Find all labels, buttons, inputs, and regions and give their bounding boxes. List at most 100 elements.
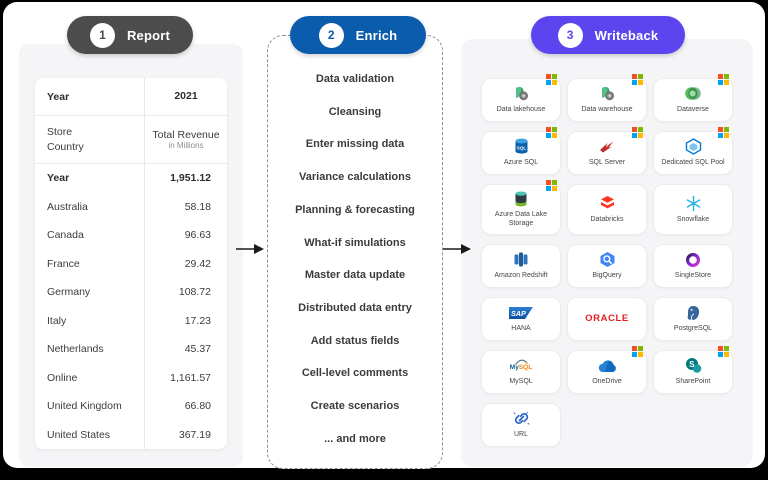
tile-label: SingleStore: [674, 272, 712, 280]
singlestore-icon: [685, 251, 701, 268]
step-pill-writeback: 3 Writeback: [531, 16, 685, 54]
row-value: 367.19: [144, 420, 227, 449]
microsoft-logo-badge: [546, 74, 557, 85]
data-warehouse-icon: [598, 85, 616, 102]
onedrive-icon: [597, 357, 618, 374]
microsoft-logo-badge: [718, 127, 729, 138]
step-number-badge: 2: [318, 22, 344, 48]
writeback-tile-sharepoint: S SharePoint: [653, 346, 733, 395]
tile-label: Dataverse: [677, 105, 709, 113]
row-label: Netherlands: [47, 343, 104, 356]
enrich-item: Data validation: [315, 73, 395, 85]
row-value: 17.23: [144, 306, 227, 335]
table-row: Italy 17.23: [35, 306, 227, 335]
flow-arrow-right: [236, 244, 264, 254]
sql-server-icon: [598, 138, 616, 155]
mysql-icon: MySQL: [510, 357, 532, 374]
tile-label: URL: [513, 431, 528, 439]
row-value: 1,951.12: [144, 164, 227, 193]
writeback-tile-dedicated-sql-pool: Dedicated SQL Pool: [653, 127, 733, 175]
bigquery-icon: [599, 251, 616, 268]
writeback-tile-snowflake: Snowflake: [653, 184, 733, 236]
row-label: Year: [47, 172, 70, 185]
writeback-tile-url: URL: [481, 403, 561, 448]
table-subheader-row: Store Country Total Revenue in Millions: [35, 116, 227, 164]
row-value: 96.63: [144, 221, 227, 250]
report-table: Year 2021 Store Country Total Revenue in…: [35, 78, 227, 449]
writeback-tile-sql-server: SQL Server: [567, 127, 647, 175]
row-label: Canada: [47, 229, 84, 242]
enrich-item: Cleansing: [328, 105, 382, 118]
writeback-tile-amazon-redshift: Amazon Redshift: [481, 244, 561, 289]
writeback-tile-postgresql: PostgreSQL: [653, 297, 733, 342]
step-label: Writeback: [594, 27, 659, 43]
enrich-item: Cell-level comments: [301, 367, 409, 380]
step-pill-enrich: 2 Enrich: [290, 16, 426, 54]
tile-label: MySQL: [509, 378, 533, 386]
svg-text:SAP: SAP: [511, 309, 526, 318]
row-value: 1,161.57: [144, 363, 227, 392]
row-label: Italy: [47, 314, 67, 327]
row-value: 29.42: [144, 249, 227, 278]
step-pill-report: 1 Report: [67, 16, 193, 54]
row-label: United Kingdom: [47, 400, 122, 413]
dedicated-sql-pool-icon: [685, 138, 702, 155]
tile-label: PostgreSQL: [673, 325, 713, 333]
writeback-tile-databricks: Databricks: [567, 184, 647, 236]
table-header-year: Year: [47, 90, 70, 103]
row-value: 58.18: [144, 192, 227, 221]
tile-label: Data warehouse: [581, 105, 633, 113]
writeback-tile-onedrive: OneDrive: [567, 346, 647, 395]
postgresql-icon: [685, 304, 701, 321]
tile-label: SQL Server: [588, 158, 626, 166]
microsoft-logo-badge: [718, 74, 729, 85]
row-value: 108.72: [144, 278, 227, 307]
tile-label: Azure SQL: [503, 158, 539, 166]
sap-hana-icon: SAP: [509, 304, 533, 321]
enrich-item: Planning & forecasting: [295, 203, 415, 216]
step-number-badge: 3: [557, 22, 583, 48]
enrich-item: Enter missing data: [305, 138, 405, 151]
microsoft-logo-badge: [546, 127, 557, 138]
snowflake-icon: [685, 195, 702, 212]
tile-label: Amazon Redshift: [494, 272, 548, 280]
writeback-tile-dataverse: Dataverse: [653, 74, 733, 122]
tile-label: Dedicated SQL Pool: [661, 158, 725, 166]
azure-data-lake-storage-icon: [514, 190, 528, 207]
enrich-item: Master data update: [304, 269, 406, 282]
sharepoint-icon: S: [684, 357, 702, 374]
svg-text:SQL: SQL: [516, 146, 526, 151]
microsoft-logo-badge: [718, 346, 729, 358]
table-header-row: Year 2021: [35, 78, 227, 116]
writeback-tile-singlestore: SingleStore: [653, 244, 733, 289]
row-value: 45.37: [144, 335, 227, 364]
enrich-item: Add status fields: [310, 334, 400, 347]
url-icon: [512, 410, 531, 427]
tile-label: OneDrive: [592, 378, 622, 386]
table-header-2021: 2021: [144, 78, 227, 115]
enrich-item: Create scenarios: [310, 400, 400, 413]
microsoft-logo-badge: [632, 74, 643, 85]
row-label: France: [47, 257, 80, 270]
enrich-item: Distributed data entry: [298, 302, 412, 315]
microsoft-logo-badge: [632, 346, 643, 358]
writeback-tile-oracle: ORACLE: [567, 297, 647, 342]
writeback-tile-data-lakehouse: Data lakehouse: [481, 74, 561, 122]
slide-frame: 1 Report 2 Enrich 3 Writeback Year 2021 …: [3, 2, 765, 469]
step-label: Enrich: [355, 27, 398, 43]
enrich-item: ... and more: [324, 432, 386, 445]
in-millions-note: in Millions: [168, 140, 204, 150]
svg-text:S: S: [689, 360, 695, 369]
azure-sql-icon: SQL: [514, 138, 529, 155]
tile-label: SharePoint: [675, 378, 711, 386]
tile-label: Snowflake: [676, 215, 710, 223]
databricks-icon: [599, 195, 616, 212]
